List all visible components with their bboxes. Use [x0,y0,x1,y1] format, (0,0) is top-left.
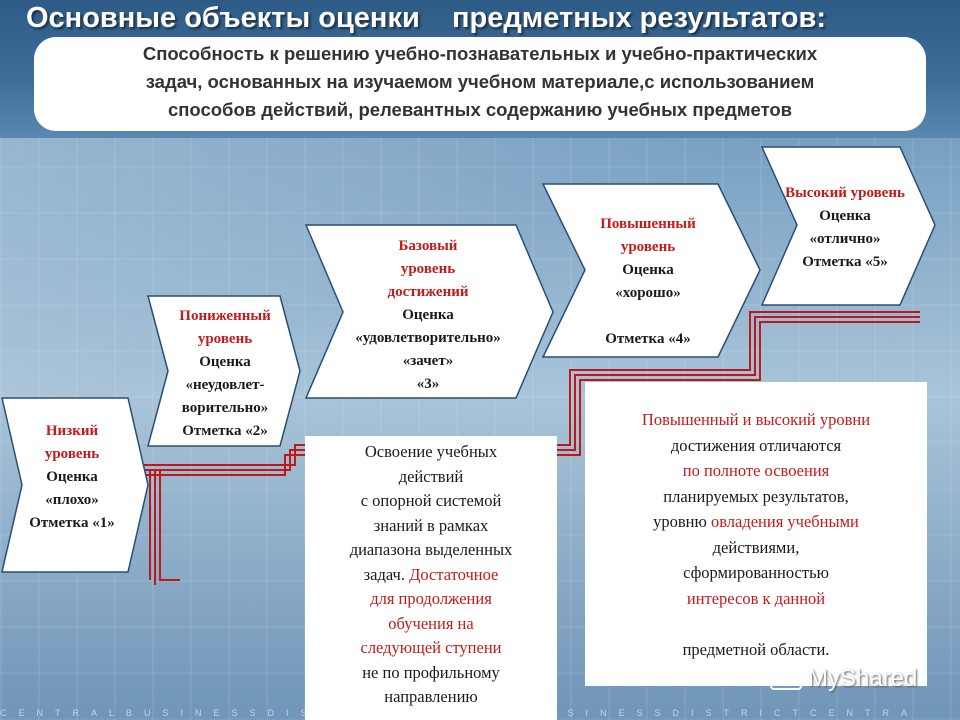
description-text: для продолжения [370,589,492,608]
chevron-level-1 [1,397,149,573]
level-label-line: Высокий уровень [785,185,905,201]
description-text: интересов к данной [686,588,826,608]
description-text-highlight: овладения учебными [706,512,859,531]
description-text: действий [398,466,464,486]
level-label-line: Повышенный [600,216,696,232]
advanced-level-box: Повышенный и высокий уровни достижения от… [585,382,927,686]
description-line: с опорной системой [305,489,557,513]
description-text: Повышенный и высокий уровни [641,410,871,429]
description-line: по полноте освоения [585,459,927,483]
level-label-line: «3» [416,376,440,392]
level-label-line: Базовый [398,238,458,254]
level-label-line: Пониженный [179,308,271,324]
description-line: обучения на [305,612,557,636]
description-line: действий [305,465,557,489]
level-label-line: Отметка «2» [182,423,268,439]
description-text: задач. [363,564,405,584]
description-text [754,614,758,633]
description-line: сформированностью [585,561,927,585]
description-text: уровню [653,512,707,531]
description-text: обучения на [388,613,474,633]
description-text: с опорной системой [360,491,502,510]
basic-level-box: Освоение учебных действий с опорной систем… [305,436,557,720]
description-text: планируемых результатов, [663,486,849,506]
level-label-line: Оценка [819,208,871,224]
description-line: предметной области. [585,638,927,662]
level-label-line: Оценка [622,262,674,278]
footer-strip: CENTRALBUSINESSDISTRICTCENTRALBUSINESSDI… [0,708,920,718]
watermark-logo: MyShared [770,660,917,693]
description-text: предметной области. [682,639,830,659]
description-text: не по профильному [362,662,500,682]
description-text: сформированностью [683,563,829,582]
level-label-line: Оценка [402,307,454,323]
chevron-level-2 [147,295,301,447]
level-label-line: уровень [44,446,100,462]
description-text: следующей ступени [360,638,502,657]
description-line [585,612,927,636]
level-label-line: «хорошо» [615,285,681,301]
description-text: по полноте освоения [682,461,830,480]
description-line: диапазона выделенных [305,538,557,562]
level-label-line: уровень [620,239,676,255]
description-line: направлению [305,685,557,709]
description-line: следующей ступени [305,636,557,660]
level-label-line: «плохо» [45,492,99,508]
description-line: Повышенный и высокий уровни [585,408,927,432]
description-text: диапазона выделенных [349,540,513,559]
watermark-text: MyShared [808,665,918,692]
description-line: уровню овладения учебными [585,510,927,534]
level-label-line: Оценка [46,469,98,485]
description-line: достижения отличаются [585,434,927,458]
chevron-level-5 [760,146,936,306]
description-text: знаний в рамках [373,515,489,535]
intro-line: задач, основанных на изучаемом учебном м… [145,71,815,92]
page-title: Основные объекты оценки предметных резул… [26,2,826,34]
level-label-line: Отметка «5» [802,254,888,270]
level-label-line: «удовлетворительно» [355,330,501,346]
presentation-icon [770,660,802,690]
intro-box: Способность к решению учебно-познаватель… [34,37,926,131]
level-label-line: «отлично» [809,231,881,247]
chevron-level-3 [304,224,554,399]
level-label-line: «зачет» [402,353,454,369]
level-label-line: «неудовлет- [185,377,265,393]
description-line: задач. Достаточное [305,563,557,587]
level-label-line: Отметка «4» [605,331,691,347]
description-line: планируемых результатов, [585,485,927,509]
chevron-level-4 [541,183,761,358]
level-label-line: ворительно» [181,400,269,416]
level-label-line: достижений [387,284,469,300]
level-label-line: уровень [400,261,456,277]
description-line: интересов к данной [585,587,927,611]
description-text: направлению [384,687,478,706]
description-line: знаний в рамках [305,514,557,538]
level-label-line: Низкий [45,423,99,439]
connector-lines [140,311,920,585]
intro-line: Способность к решению учебно-познаватель… [142,43,818,64]
description-text: Освоение учебных [364,442,498,461]
description-text: достижения отличаются [670,435,842,455]
description-text-highlight: Достаточное [404,564,499,584]
level-label-line: Отметка «1» [29,515,115,531]
level-label-line [578,305,718,328]
description-line: Освоение учебных [305,440,557,464]
description-line: действиями, [585,536,927,560]
level-label-line: уровень [197,331,253,347]
description-line: для продолжения [305,587,557,611]
level-label-line: Оценка [199,354,251,370]
description-line: не по профильному [305,661,557,685]
description-text: действиями, [712,537,800,557]
intro-line: способов действий, релевантных содержани… [167,99,793,120]
